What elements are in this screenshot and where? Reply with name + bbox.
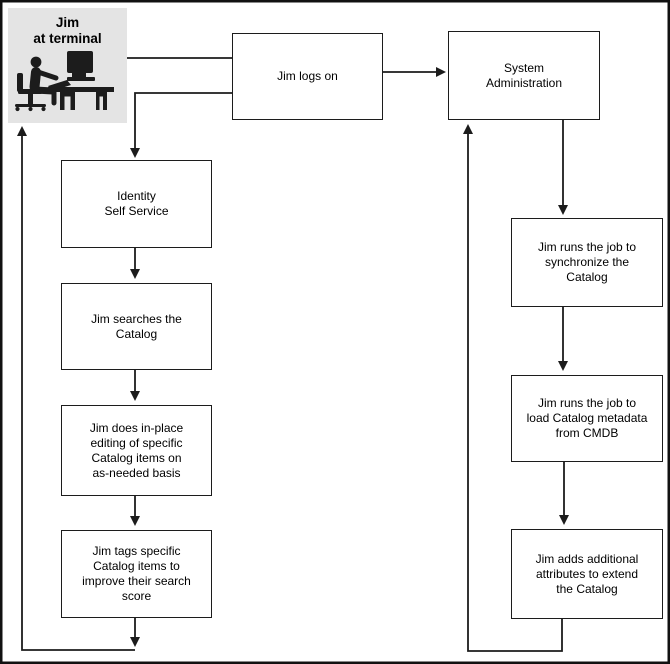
node-jim-logs-on: Jim logs on xyxy=(232,33,383,120)
node-identity-self-service: Identity Self Service xyxy=(61,160,212,248)
node-jim-runs-sync-job: Jim runs the job to synchronize the Cata… xyxy=(511,218,663,307)
node-jim-searches-catalog: Jim searches the Catalog xyxy=(61,283,212,370)
node-jim-at-terminal: Jim at terminal xyxy=(8,8,127,123)
node-label: Jim logs on xyxy=(277,69,338,83)
node-label: Jim searches the Catalog xyxy=(91,311,182,341)
node-label: Jim adds additional attributes to extend… xyxy=(535,551,639,596)
node-jim-runs-load-metadata-job: Jim runs the job to load Catalog metadat… xyxy=(511,375,663,462)
node-jim-tags-catalog-items: Jim tags specific Catalog items to impro… xyxy=(61,530,212,618)
node-label: Jim tags specific Catalog items to impro… xyxy=(82,544,191,603)
node-jim-adds-attributes: Jim adds additional attributes to extend… xyxy=(511,529,663,619)
person-at-computer-icon xyxy=(15,51,114,112)
terminal-label: Jim at terminal xyxy=(33,15,102,46)
node-label: Identity Self Service xyxy=(104,189,169,218)
node-label: Jim runs the job to synchronize the Cata… xyxy=(537,240,637,284)
node-label: Jim does in-place editing of specific Ca… xyxy=(89,420,184,480)
node-jim-edits-catalog-items: Jim does in-place editing of specific Ca… xyxy=(61,405,212,496)
edge-logon-to-identity xyxy=(130,92,232,158)
node-label: Jim runs the job to load Catalog metadat… xyxy=(526,396,648,440)
node-label: System Administration xyxy=(485,60,563,90)
node-system-administration: System Administration xyxy=(448,31,600,120)
